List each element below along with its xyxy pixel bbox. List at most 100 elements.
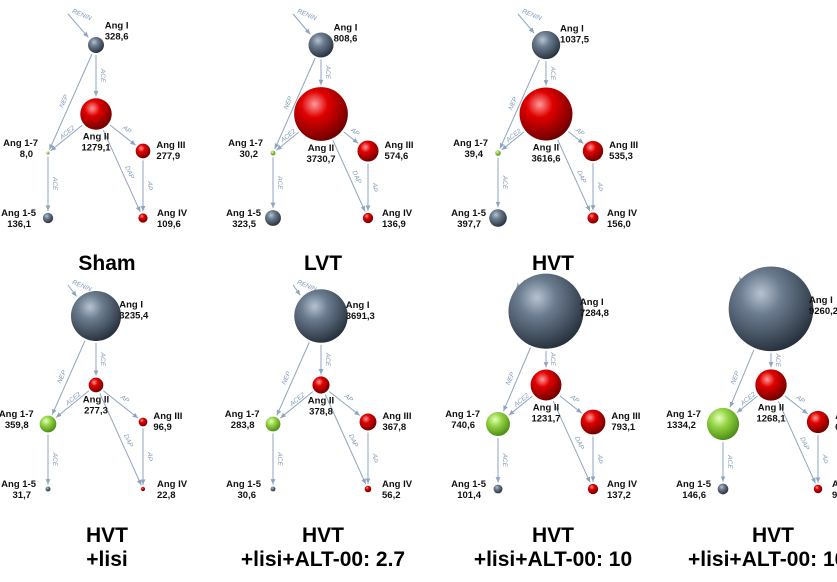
ang17-value: 1334,2: [667, 420, 696, 431]
ang2-sphere: [312, 376, 330, 394]
ang2-sphere: [80, 98, 112, 130]
ace2-arrow: [736, 395, 758, 413]
ang1-sphere: [728, 266, 814, 352]
ang3-label: Ang III: [609, 140, 638, 151]
ang4-sphere: [362, 212, 374, 224]
ap-label: AP: [794, 394, 806, 406]
nep-label: NEP: [505, 371, 517, 387]
ang2-value: 1279,1: [81, 143, 111, 154]
ang2-sphere: [519, 87, 573, 141]
ang15-value: 397,7: [457, 219, 481, 230]
ang1-label: Ang I: [105, 21, 129, 32]
ap-arrow: [109, 124, 136, 146]
ang2-label: Ang II: [308, 143, 334, 154]
dap-arrow: [324, 394, 367, 485]
ang2-label: Ang II: [758, 403, 784, 414]
ang2-value: 1268,1: [756, 414, 786, 425]
ap-label: AP: [118, 393, 130, 405]
ang17-label: Ang 1-7: [3, 138, 38, 149]
ang3-sphere: [580, 409, 606, 435]
ang4-sphere: [587, 483, 599, 495]
ang4-sphere: [587, 212, 599, 224]
ace-label: ACE: [99, 352, 106, 367]
ang3-sphere: [582, 140, 604, 162]
ang3-label: Ang III: [835, 411, 837, 422]
ang2-value: 3730,7: [306, 154, 335, 165]
ang15-sphere: [717, 483, 729, 495]
ace-label: ACE: [99, 68, 106, 83]
ang4-value: 137,2: [607, 490, 631, 501]
ang17-value: 740,6: [451, 420, 475, 431]
ang1-value: 9260,2: [809, 306, 837, 317]
ace-label-2: ACE: [276, 175, 283, 190]
renin-arrow: [67, 284, 77, 297]
ang2-value: 277,3: [84, 405, 108, 416]
ap-arrow: [784, 395, 808, 415]
panel-title: LVT: [304, 252, 342, 275]
ang4-label: Ang IV: [157, 208, 188, 219]
ang15-value: 136,1: [7, 219, 31, 230]
panel-title: HVT: [532, 252, 574, 275]
ang3-value: 367,8: [382, 422, 406, 433]
ace2-label: ACE2: [64, 391, 83, 408]
ang3-value: 277,9: [156, 151, 180, 162]
renin-label: RENIN: [521, 8, 543, 22]
ang3-sphere: [806, 410, 830, 434]
ang1-sphere: [531, 30, 561, 60]
ap-label-2: AP: [146, 451, 153, 461]
panel-subtitle: +lisi+ALT-00: 100: [688, 548, 837, 571]
ang17-sphere: [270, 150, 276, 156]
ace2-label: ACE2: [739, 391, 758, 408]
nep-arrow: [729, 349, 755, 408]
renin-label: RENIN: [296, 8, 318, 22]
ang3-sphere: [138, 417, 148, 427]
ang3-sphere: [357, 140, 379, 162]
nep-arrow: [51, 340, 86, 415]
ace-label-2: ACE: [276, 451, 283, 466]
panel-title: HVT: [752, 524, 794, 547]
ang17-sphere: [39, 415, 57, 433]
renin-label: RENIN: [71, 8, 93, 22]
ang15-sphere: [489, 209, 507, 227]
ang15-sphere: [265, 210, 281, 226]
ang2-value: 3616,6: [531, 153, 560, 164]
ang1-sphere: [294, 289, 348, 343]
ang17-value: 359,8: [5, 420, 29, 431]
ap-label-2: AP: [596, 454, 603, 464]
ang15-sphere: [270, 486, 276, 492]
panel-subtitle: +lisi: [86, 548, 127, 571]
nep-arrow: [274, 58, 316, 150]
nep-arrow: [276, 342, 310, 416]
ace-label: ACE: [549, 66, 556, 81]
ace-label-2: ACE: [501, 453, 508, 468]
ang15-value: 31,7: [13, 490, 32, 501]
panel-subtitle: +lisi+ALT-00: 10: [474, 548, 632, 571]
ang15-label: Ang 1-5: [451, 208, 487, 219]
ang1-value: 1037,5: [560, 34, 590, 45]
ang2-label: Ang II: [533, 142, 559, 153]
ace-label: ACE: [324, 352, 331, 367]
ap-arrow: [559, 395, 583, 414]
dap-arrow: [557, 139, 591, 212]
ang15-sphere: [45, 486, 51, 492]
panel-subtitle: +lisi+ALT-00: 2.7: [241, 548, 405, 571]
ang2-value: 1231,7: [531, 413, 560, 424]
ang2-sphere: [294, 87, 348, 141]
ang2-sphere: [88, 377, 104, 393]
ang17-value: 8,0: [20, 149, 33, 160]
ang15-value: 30,6: [238, 490, 257, 501]
ang15-label: Ang 1-5: [226, 208, 262, 219]
ace-label: ACE: [549, 351, 556, 366]
ang17-sphere: [706, 407, 740, 441]
ace-label-2: ACE: [726, 454, 733, 469]
ang3-label: Ang III: [156, 140, 185, 151]
ang1-sphere: [88, 37, 104, 53]
ace2-arrow: [276, 131, 299, 151]
ang1-label: Ang I: [580, 297, 604, 308]
ang4-value: 56,2: [382, 490, 401, 501]
